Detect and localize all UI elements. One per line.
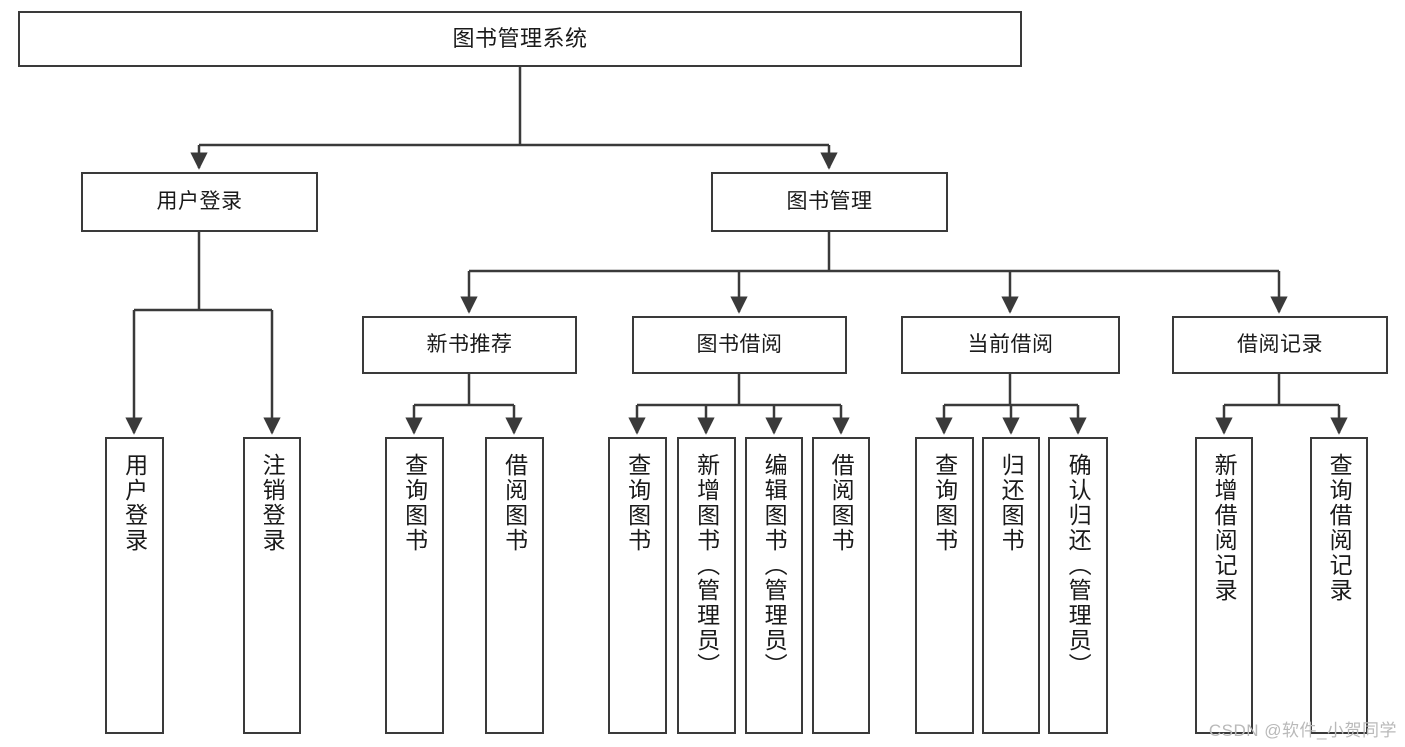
node-leaf-borrow-book-recommend: 借阅图书 (485, 437, 544, 734)
node-label: 用户登录 (121, 453, 148, 553)
node-label: 查询图书 (401, 453, 428, 553)
node-label: 借阅记录 (1237, 333, 1323, 357)
node-leaf-add-borrow-record: 新增借阅记录 (1195, 437, 1253, 734)
node-root: 图书管理系统 (18, 11, 1022, 67)
node-borrow-records: 借阅记录 (1172, 316, 1388, 374)
node-label: 查询图书 (931, 453, 958, 553)
node-leaf-user-login: 用户登录 (105, 437, 164, 734)
node-leaf-confirm-return-admin: 确认归还（管理员） (1048, 437, 1108, 734)
node-label: 图书管理 (786, 190, 873, 214)
node-leaf-user-logout: 注销登录 (243, 437, 301, 734)
node-label: 借阅图书 (501, 453, 528, 553)
node-leaf-query-book-recommend: 查询图书 (385, 437, 444, 734)
node-book-borrow: 图书借阅 (632, 316, 847, 374)
node-label: 新增借阅记录 (1211, 453, 1238, 603)
node-label: 当前借阅 (967, 333, 1054, 357)
node-label: 用户登录 (156, 190, 243, 214)
node-label: 借阅图书 (828, 453, 855, 553)
node-label: 查询借阅记录 (1326, 453, 1353, 603)
node-label: 图书管理系统 (452, 25, 588, 51)
node-label: 编辑图书（管理员） (761, 453, 788, 678)
node-label: 新增图书（管理员） (693, 453, 720, 678)
node-leaf-return-book: 归还图书 (982, 437, 1040, 734)
watermark: CSDN @软件_小贺同学 (1208, 721, 1397, 740)
node-label: 归还图书 (998, 453, 1025, 553)
node-user-login: 用户登录 (81, 172, 318, 232)
node-label: 确认归还（管理员） (1065, 453, 1092, 678)
node-label: 查询图书 (624, 453, 651, 553)
node-current-borrow: 当前借阅 (901, 316, 1120, 374)
node-leaf-query-borrow-record: 查询借阅记录 (1310, 437, 1368, 734)
node-book-management: 图书管理 (711, 172, 948, 232)
node-leaf-edit-book-admin: 编辑图书（管理员） (745, 437, 803, 734)
node-label: 新书推荐 (426, 333, 513, 357)
node-new-book-recommend: 新书推荐 (362, 316, 577, 374)
node-label: 图书借阅 (696, 333, 783, 357)
node-leaf-add-book-admin: 新增图书（管理员） (677, 437, 736, 734)
node-leaf-query-book-borrow: 查询图书 (608, 437, 667, 734)
node-leaf-borrow-book: 借阅图书 (812, 437, 870, 734)
node-label: 注销登录 (259, 453, 286, 553)
node-leaf-query-book-current: 查询图书 (915, 437, 974, 734)
